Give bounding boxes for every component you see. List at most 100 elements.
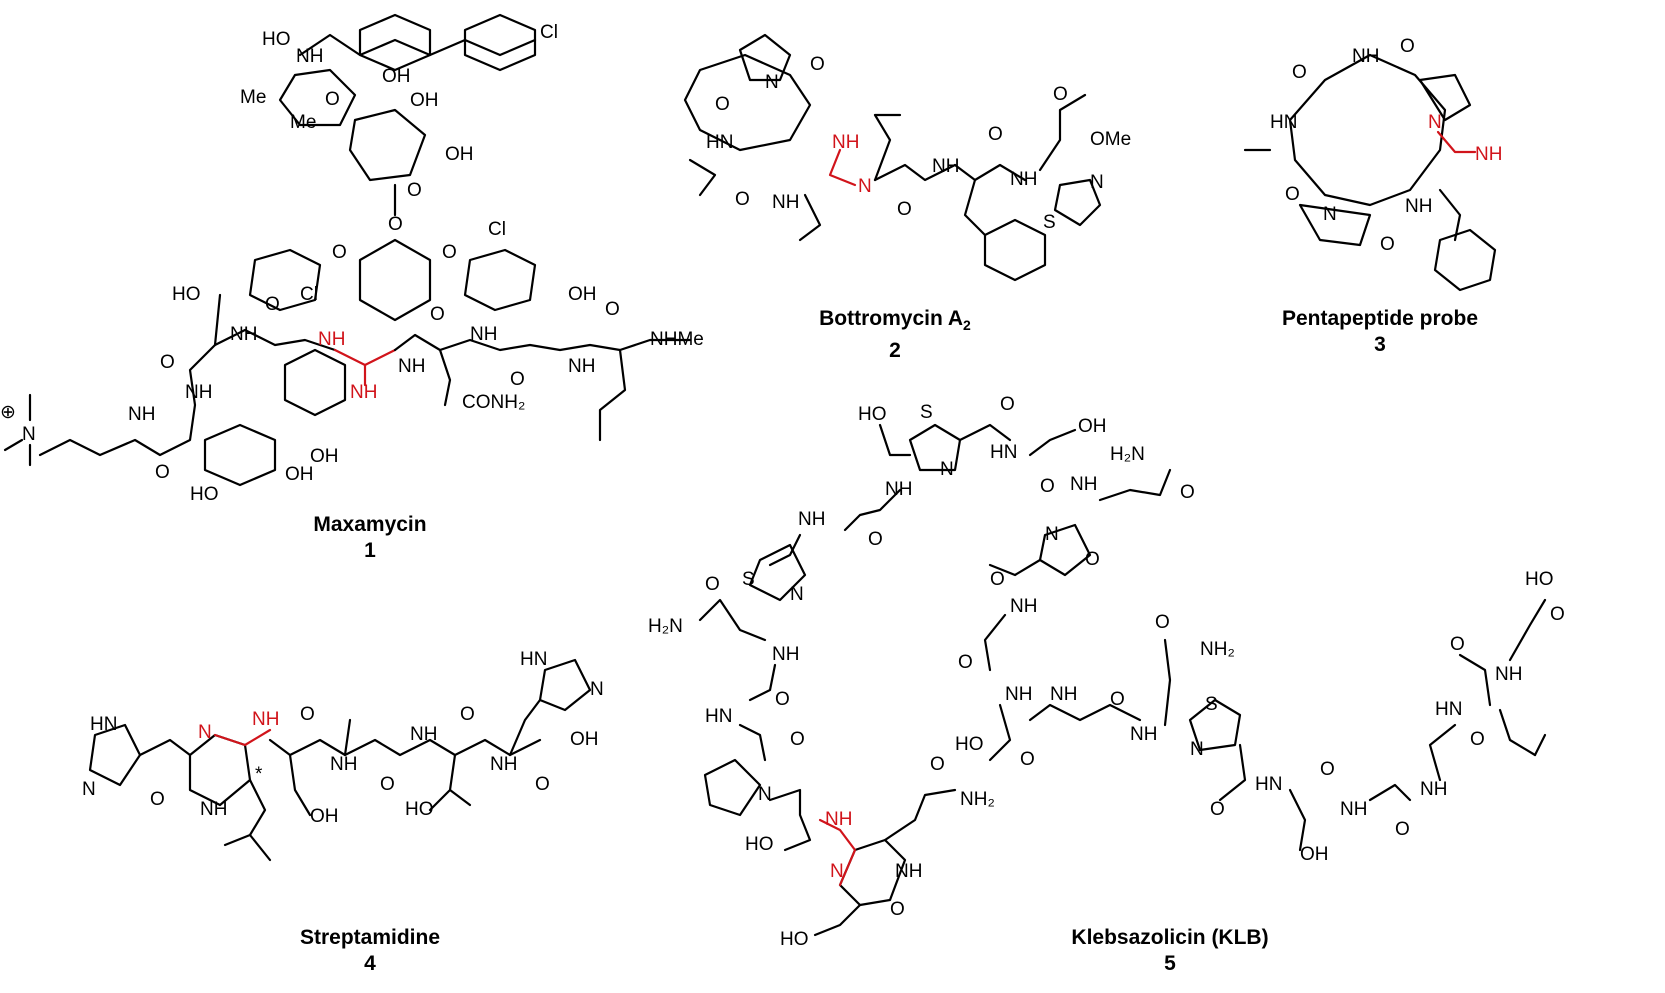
amide-hn-label: HN bbox=[706, 132, 733, 153]
amide-nh-label: NH bbox=[1495, 664, 1522, 685]
hydroxyl-label: HO bbox=[780, 929, 809, 950]
carbonyl-o-label: O bbox=[1395, 819, 1410, 840]
compound-number: 5 bbox=[1164, 952, 1176, 975]
methyl-label: Me bbox=[290, 112, 316, 133]
amide-hn-label: HN bbox=[1270, 112, 1297, 133]
amide-nh-label: NH bbox=[1340, 799, 1367, 820]
amine-label: H₂N bbox=[1110, 444, 1145, 465]
amide-hn-label: HN bbox=[1435, 699, 1462, 720]
carbonyl-o-label: O bbox=[160, 352, 175, 373]
compound-number: 3 bbox=[1374, 333, 1386, 356]
imidazole-n-label: N bbox=[590, 679, 604, 700]
carbonyl-o-label: O bbox=[1210, 799, 1225, 820]
nitrogen-label: N bbox=[790, 584, 804, 605]
carbonyl-o-label: O bbox=[1285, 184, 1300, 205]
klebsazolicin-structure: S N HO NH O HN OH O NH H₂N O N O O NH O … bbox=[648, 394, 1565, 950]
amide-nh-label: NH bbox=[1070, 474, 1097, 495]
carbonyl-o-label: O bbox=[990, 569, 1005, 590]
carbonyl-o-label: O bbox=[868, 529, 883, 550]
carbonyl-o-label: O bbox=[930, 754, 945, 775]
carbonyl-o-label: O bbox=[1320, 759, 1335, 780]
amidine-imine-label: NH bbox=[350, 382, 377, 403]
hydroxyl-label: HO bbox=[1525, 569, 1554, 590]
amidine-nh-label: NH bbox=[825, 809, 852, 830]
amide-nh-label: NH bbox=[1352, 46, 1379, 67]
oxygen-label: O bbox=[388, 214, 403, 235]
carbonyl-o-label: O bbox=[810, 54, 825, 75]
amide-nh-label: NH bbox=[1050, 684, 1077, 705]
nitrogen-label: N bbox=[1190, 739, 1204, 760]
carbonyl-o-label: O bbox=[265, 294, 280, 315]
carbonyl-o-label: O bbox=[1450, 634, 1465, 655]
carbonyl-o-label: O bbox=[535, 774, 550, 795]
oxygen-label: O bbox=[407, 180, 422, 201]
amide-nh-label: NH bbox=[772, 192, 799, 213]
hydroxyl-label: OH bbox=[382, 66, 411, 87]
chlorine-label: Cl bbox=[488, 219, 506, 240]
hydroxyl-label: OH bbox=[285, 464, 314, 485]
carbonyl-o-label: O bbox=[1053, 84, 1068, 105]
amine-label: NH bbox=[296, 46, 323, 67]
amide-hn-label: HN bbox=[705, 706, 732, 727]
carbonyl-o-label: O bbox=[380, 774, 395, 795]
amide-nh-label: NH bbox=[1130, 724, 1157, 745]
hydroxyl-label: HO bbox=[745, 834, 774, 855]
amide-nh-label: NH bbox=[230, 324, 257, 345]
imidazole-hn-label: HN bbox=[520, 649, 547, 670]
chlorine-label: Cl bbox=[540, 22, 558, 43]
nitrogen-label: N bbox=[1045, 524, 1059, 545]
carbonyl-o-label: O bbox=[1155, 612, 1170, 633]
hydroxyl-label: OH bbox=[445, 144, 474, 165]
hydroxyl-label: OH bbox=[310, 806, 339, 827]
hydroxyl-label: HO bbox=[858, 404, 887, 425]
amide-nh-label: NH bbox=[185, 382, 212, 403]
imidazole-hn-label: HN bbox=[90, 714, 117, 735]
amide-nh-label: NH bbox=[128, 404, 155, 425]
sulfur-label: S bbox=[1205, 694, 1218, 715]
nitrogen-label: N bbox=[1090, 172, 1104, 193]
nitrogen-label: N bbox=[22, 424, 36, 445]
carbonyl-o-label: O bbox=[897, 199, 912, 220]
sulfur-label: S bbox=[1043, 212, 1056, 233]
hydroxyl-label: HO bbox=[262, 29, 291, 50]
carbonyl-o-label: O bbox=[1110, 689, 1125, 710]
carbonyl-o-label: O bbox=[705, 574, 720, 595]
amidine-nh-label: NH bbox=[832, 132, 859, 153]
amide-nh-label: NH bbox=[1405, 196, 1432, 217]
compound-caption-5: Klebsazolicin (KLB) 5 bbox=[1050, 925, 1290, 977]
methoxy-label: OMe bbox=[1090, 129, 1131, 150]
ring-n-label: N bbox=[830, 861, 844, 882]
pentapeptide-probe-structure: NH O O HN N NH N O NH O bbox=[1243, 36, 1502, 292]
compound-name: Pentapeptide probe bbox=[1281, 307, 1479, 330]
compound-caption-1: Maxamycin 1 bbox=[290, 512, 450, 564]
compound-name: Streptamidine bbox=[299, 926, 441, 949]
ring-nh-label: NH bbox=[200, 799, 227, 820]
compound-caption-3: Pentapeptide probe 3 bbox=[1260, 306, 1500, 358]
amidine-nh-label: NH bbox=[252, 709, 279, 730]
amide-nh-label: NH bbox=[1010, 596, 1037, 617]
carbonyl-o-label: O bbox=[460, 704, 475, 725]
compound-name-subscript: 2 bbox=[963, 317, 971, 334]
carbonyl-o-label: O bbox=[155, 462, 170, 483]
amine-label: H₂N bbox=[648, 616, 683, 637]
amidine-nh-label: NH bbox=[318, 329, 345, 350]
amine-label: NH₂ bbox=[1200, 639, 1235, 660]
carbonyl-o-label: O bbox=[430, 304, 445, 325]
sulfur-label: S bbox=[920, 402, 933, 423]
carbonyl-o-label: O bbox=[1040, 476, 1055, 497]
compound-name: Maxamycin bbox=[313, 513, 427, 536]
compound-caption-2: Bottromycin A2 2 bbox=[790, 306, 1000, 364]
compound-caption-4: Streptamidine 4 bbox=[275, 925, 465, 977]
amide-nh-label: NH bbox=[568, 356, 595, 377]
streptamidine-structure: HN N N NH * NH O O NH O NH O NH O OH OH … bbox=[82, 649, 604, 862]
amidine-imine-label: NH bbox=[1475, 144, 1502, 165]
oxygen-label: O bbox=[1085, 549, 1100, 570]
compound-number: 1 bbox=[364, 539, 376, 562]
compound-number: 4 bbox=[364, 952, 376, 975]
hydroxyl-label: OH bbox=[410, 90, 439, 111]
compound-name: Klebsazolicin (KLB) bbox=[1071, 926, 1269, 949]
amide-nh-label: NH bbox=[1420, 779, 1447, 800]
hydroxyl-label: OH bbox=[1300, 844, 1329, 865]
nitrogen-label: N bbox=[758, 784, 772, 805]
